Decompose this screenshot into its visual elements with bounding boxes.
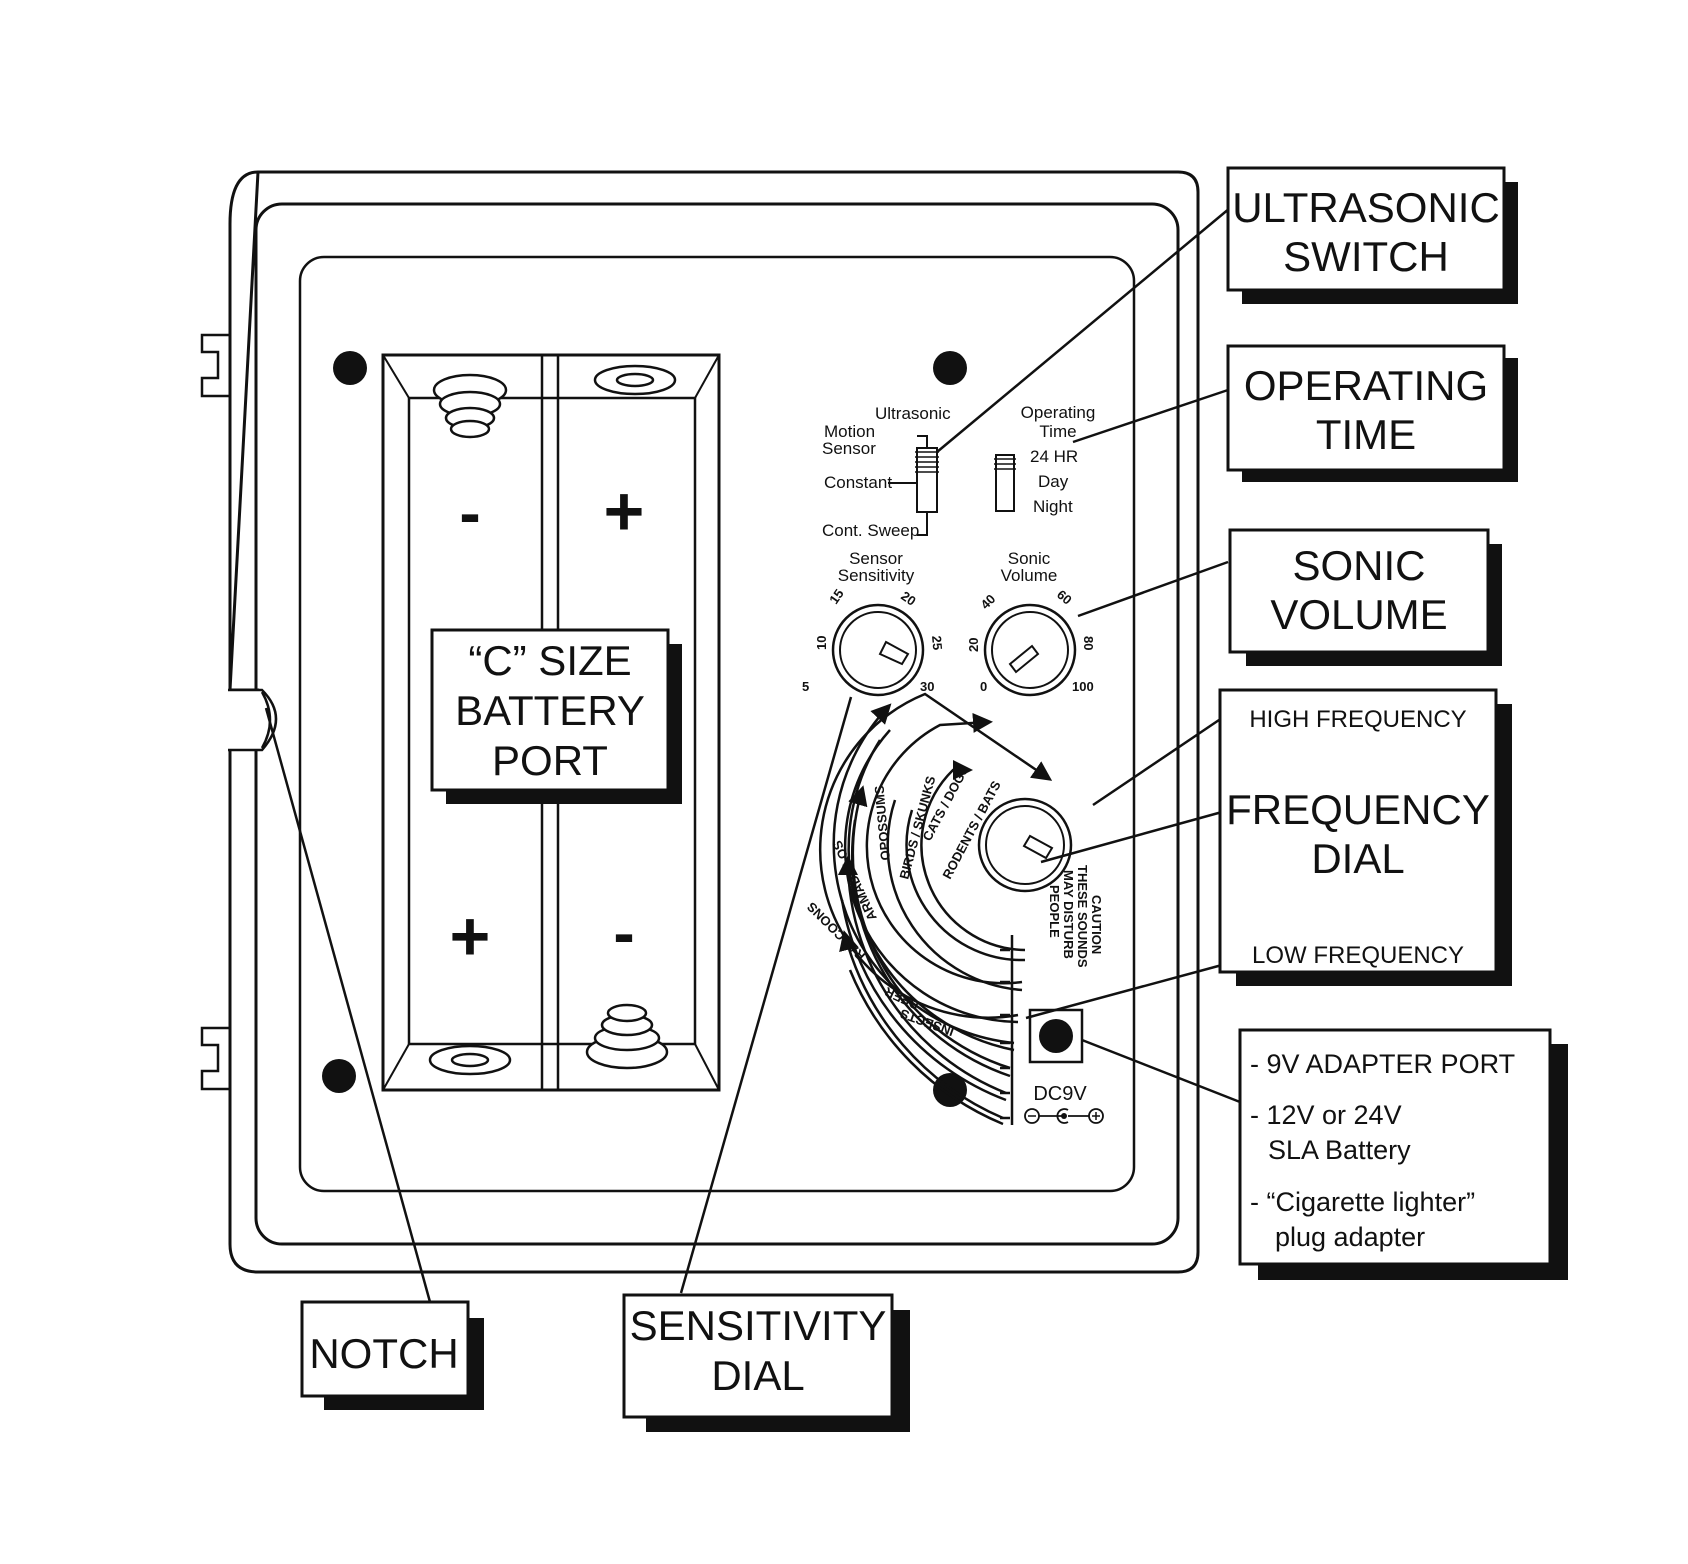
battery-contacts <box>428 364 677 1076</box>
vol-tick-3: 60 <box>1054 587 1075 608</box>
dc-jack <box>1024 1008 1104 1124</box>
battery-sign-bottom-left: + <box>450 897 491 975</box>
callout-operating-line2: TIME <box>1316 411 1416 458</box>
sens-tick-2: 15 <box>826 586 847 606</box>
sensitivity-title-1: Sensor <box>849 549 903 568</box>
band-opossums: OPOSSUMS <box>871 785 893 861</box>
vol-tick-4: 80 <box>1081 636 1096 650</box>
sens-tick-3: 20 <box>898 588 918 609</box>
callout-sensitivity-line2: DIAL <box>711 1352 804 1399</box>
callout-ultrasonic-switch <box>1226 166 1518 304</box>
dc-label: DC9V <box>1033 1083 1087 1105</box>
callout-battery-line3: PORT <box>492 737 608 784</box>
sens-tick-1: 10 <box>814 636 829 650</box>
volume-knob <box>983 603 1077 697</box>
switch1-sweep: Cont. Sweep <box>822 521 919 540</box>
callout-volume-line2: VOLUME <box>1270 591 1447 638</box>
callout-operating-time <box>1226 344 1518 482</box>
enclosure-tabs <box>200 333 230 1091</box>
adapter-line2: - 12V or 24V <box>1250 1100 1402 1130</box>
switch1-motion-1: Motion <box>824 422 875 441</box>
sens-tick-0: 5 <box>802 679 809 694</box>
sensitivity-title-2: Sensitivity <box>838 566 915 585</box>
switch2-opt-day: Day <box>1038 472 1069 491</box>
caution-1: CAUTION <box>1089 895 1104 954</box>
adapter-line1: - 9V ADAPTER PORT <box>1250 1049 1515 1079</box>
operating-time-switch <box>994 454 1016 512</box>
callout-frequency-line1: FREQUENCY <box>1226 786 1490 833</box>
volume-title-1: Sonic <box>1008 549 1051 568</box>
switch1-title: Ultrasonic <box>875 404 951 423</box>
sens-tick-4: 25 <box>929 635 945 651</box>
caution-2: THESE SOUNDS <box>1075 865 1090 968</box>
callout-sensitivity-line1: SENSITIVITY <box>630 1302 887 1349</box>
caution-4: PEOPLE <box>1047 885 1062 938</box>
callout-battery-line1: “C” SIZE <box>468 637 631 684</box>
callout-operating-line1: OPERATING <box>1244 362 1488 409</box>
battery-sign-top-left: - <box>459 477 480 549</box>
frequency-knob <box>977 797 1073 893</box>
switch2-opt-night: Night <box>1033 497 1073 516</box>
callout-high-frequency: HIGH FREQUENCY <box>1249 706 1466 733</box>
callout-low-frequency: LOW FREQUENCY <box>1252 942 1464 969</box>
switch1-motion-2: Sensor <box>822 439 876 458</box>
callout-notch <box>300 1300 484 1410</box>
callout-battery-port <box>430 628 682 804</box>
callout-sonic-volume <box>1228 528 1502 666</box>
sensitivity-knob <box>831 603 925 697</box>
volume-title-2: Volume <box>1001 566 1058 585</box>
callout-sensitivity-dial <box>622 1293 910 1432</box>
adapter-line5: plug adapter <box>1275 1222 1425 1252</box>
sens-tick-5: 30 <box>920 679 934 694</box>
callout-battery-line2: BATTERY <box>455 687 645 734</box>
adapter-line4: - “Cigarette lighter” <box>1250 1187 1475 1217</box>
vol-tick-0: 0 <box>980 679 987 694</box>
callout-frequency-line2: DIAL <box>1311 835 1404 882</box>
battery-sign-bottom-right: - <box>613 897 634 969</box>
callout-ultrasonic-line1: ULTRASONIC <box>1232 184 1500 231</box>
switch2-opt-24hr: 24 HR <box>1030 447 1078 466</box>
adapter-line3: SLA Battery <box>1268 1135 1411 1165</box>
vol-tick-1: 20 <box>966 638 981 652</box>
callout-ultrasonic-line2: SWITCH <box>1283 233 1449 280</box>
frequency-band-arcs <box>818 692 1053 1126</box>
callout-notch-text: NOTCH <box>309 1330 458 1377</box>
vol-tick-5: 100 <box>1072 679 1094 694</box>
leader-lines <box>264 207 1241 1303</box>
callout-volume-line1: SONIC <box>1292 542 1425 589</box>
switch2-title-2: Time <box>1039 422 1076 441</box>
frequency-band-ticks <box>1000 935 1014 1125</box>
switch1-constant: Constant <box>824 473 892 492</box>
caution-3: MAY DISTURB <box>1061 870 1076 959</box>
callout-frequency-dial <box>1218 688 1512 986</box>
vol-tick-2: 40 <box>978 591 999 612</box>
callout-adapter-port <box>1238 1028 1568 1280</box>
battery-sign-top-right: + <box>604 472 645 550</box>
switch2-title-1: Operating <box>1021 403 1096 422</box>
ultrasonic-switch <box>888 435 939 536</box>
